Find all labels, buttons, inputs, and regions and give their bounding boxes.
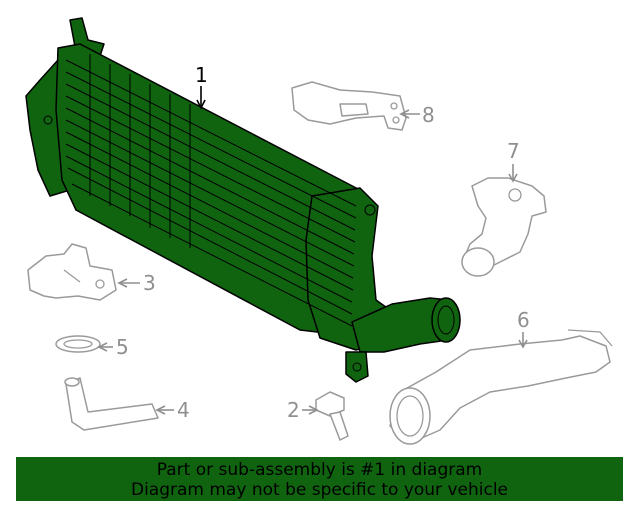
banner-line-2: Diagram may not be specific to your vehi… xyxy=(130,480,508,500)
bolt-part[interactable] xyxy=(315,391,349,441)
intake-hose-part[interactable] xyxy=(389,329,613,445)
callout-1: 1 xyxy=(195,63,208,110)
clamp-part[interactable] xyxy=(55,335,101,353)
callout-7: 7 xyxy=(507,139,520,183)
callout-6-label: 6 xyxy=(517,308,530,332)
bracket-part[interactable] xyxy=(291,81,407,131)
callout-3-label: 3 xyxy=(143,271,156,295)
callout-7-label: 7 xyxy=(507,139,520,163)
hose-part[interactable] xyxy=(64,377,159,431)
callout-8-label: 8 xyxy=(422,103,435,127)
callout-4-label: 4 xyxy=(177,398,190,422)
banner-line-1: Part or sub-assembly is #1 in diagram xyxy=(156,460,483,480)
callout-2: 2 xyxy=(287,398,319,422)
part-notice-banner: Part or sub-assembly is #1 in diagram Di… xyxy=(16,457,623,501)
callout-6: 6 xyxy=(517,308,530,349)
elbow-part[interactable] xyxy=(461,177,547,277)
callout-5-label: 5 xyxy=(116,335,129,359)
callout-5: 5 xyxy=(97,335,129,359)
callout-4: 4 xyxy=(155,398,190,422)
intercooler-part[interactable] xyxy=(25,17,461,383)
parts-diagram: 1 8 7 3 5 4 2 6 xyxy=(25,17,613,445)
callout-1-label: 1 xyxy=(195,63,208,87)
mount-part[interactable] xyxy=(27,243,117,301)
callout-8: 8 xyxy=(399,103,435,127)
callout-2-label: 2 xyxy=(287,398,300,422)
callout-3: 3 xyxy=(117,271,156,295)
